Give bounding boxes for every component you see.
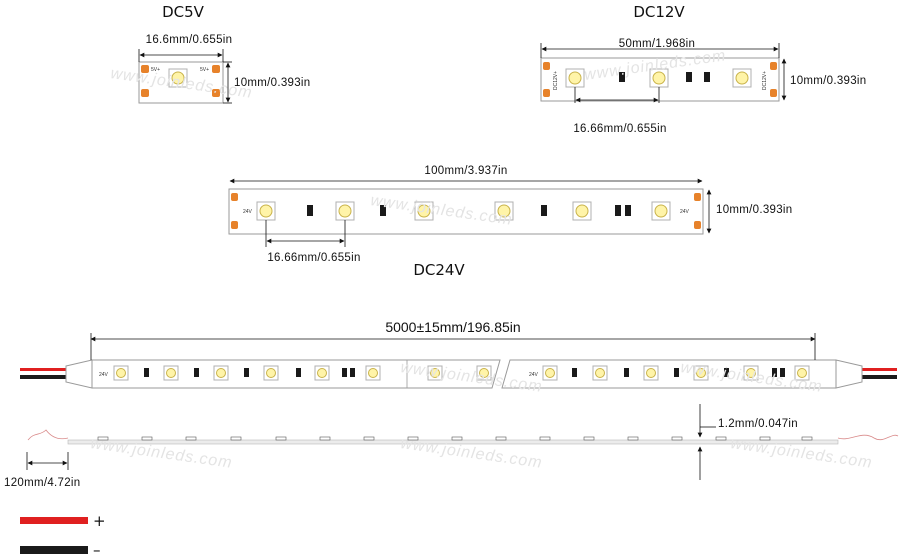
dc24v-pitch-label: 16.66mm/0.655in: [267, 252, 360, 264]
side-wire-right: [837, 434, 899, 441]
led-chip: [592, 365, 608, 381]
dc12v-side-label-right: DC12V+: [762, 71, 768, 90]
led-chip: [213, 365, 229, 381]
legend-red-swatch: [20, 517, 88, 524]
reel-resistors: [144, 368, 785, 377]
dc5v-width-label: 16.6mm/0.655in: [146, 34, 233, 46]
dc24v-pads: [231, 193, 701, 229]
watermarks: www.joinleds.com www.joinleds.com www.jo…: [89, 47, 873, 472]
resistor: [625, 205, 631, 216]
led-chip: [649, 68, 669, 88]
dc24v-width-label: 100mm/3.937in: [424, 165, 507, 177]
dc24v-side-label-left: 24V: [243, 209, 253, 215]
led-chip: [113, 365, 129, 381]
dc5v-pad-label-left: 5V+: [151, 67, 160, 73]
led-chip: [693, 365, 709, 381]
left-black-wire: [20, 375, 68, 379]
reel-voltage-label: 24V: [99, 372, 109, 378]
led-chip: [314, 365, 330, 381]
resistor: [541, 205, 547, 216]
led-chip: [335, 201, 355, 221]
title-dc24v: DC24V: [413, 261, 465, 279]
dc12v-width-label: 50mm/1.968in: [619, 38, 695, 50]
right-black-wire: [860, 375, 897, 379]
wire-length-label: 120mm/4.72in: [4, 477, 80, 489]
dc24v-height-label: 10mm/0.393in: [716, 204, 792, 216]
dc5v-pad-label-right: 5V+: [200, 67, 209, 73]
wire-legend: + –: [20, 512, 106, 559]
led-chip: [168, 68, 188, 88]
resistor: [307, 205, 313, 216]
led-chip: [572, 201, 592, 221]
led-chip: [565, 68, 585, 88]
dc5v-height-label: 10mm/0.393in: [234, 77, 310, 89]
thickness-label: 1.2mm/0.047in: [718, 418, 798, 430]
title-dc5v: DC5V: [162, 3, 205, 21]
legend-minus-label: –: [93, 541, 101, 559]
led-chip: [163, 365, 179, 381]
resistor: [704, 72, 710, 82]
dc12v-pitch-label: 16.66mm/0.655in: [573, 123, 666, 135]
resistor: [380, 205, 386, 216]
led-chip: [794, 365, 810, 381]
side-view-components: [97, 436, 813, 441]
side-wire-left: [27, 429, 69, 441]
led-chip: [263, 365, 279, 381]
title-dc12v: DC12V: [633, 3, 685, 21]
dc5v-pads: [141, 65, 220, 97]
led-chip: [256, 201, 276, 221]
led-chip: [542, 365, 558, 381]
led-chip: [476, 365, 492, 381]
dc12v-height-label: 10mm/0.393in: [790, 75, 866, 87]
right-red-wire: [860, 368, 897, 371]
led-chip: [414, 201, 434, 221]
left-red-wire: [20, 368, 68, 371]
resistor: [686, 72, 692, 82]
led-chip: [651, 201, 671, 221]
led-chip: [643, 365, 659, 381]
dc24v-side-label-right: 24V: [680, 209, 690, 215]
reel-length-label: 5000±15mm/196.85in: [385, 319, 520, 335]
led-chip: [732, 68, 752, 88]
dc24v-segment: 24V 24V 100mm/3.937in 10mm/0.393in 16.66…: [228, 165, 792, 264]
dc12v-pads: [543, 62, 777, 97]
led-chip: [427, 365, 443, 381]
dc12v-side-label-left: DC12V+: [553, 71, 559, 90]
led-chip: [743, 365, 759, 381]
legend-black-swatch: [20, 546, 88, 554]
legend-plus-label: +: [93, 512, 106, 530]
dc5v-segment: 5V+ 5V+ 16.6mm/0.655in 10mm/0.393in: [138, 34, 310, 104]
reel-voltage-label-2: 24V: [529, 372, 539, 378]
led-chip: [365, 365, 381, 381]
dc12v-segment: DC12V+ DC12V+ 50mm/1.968in 10mm/0.393in …: [540, 38, 866, 135]
resistor: [619, 72, 625, 82]
led-chip: [494, 201, 514, 221]
resistor: [615, 205, 621, 216]
full-reel-strip: 24V 24V ... 5000±15mm/196.85in: [20, 319, 897, 389]
side-view-strip: 1.2mm/0.047in 120mm/4.72in: [4, 404, 899, 489]
